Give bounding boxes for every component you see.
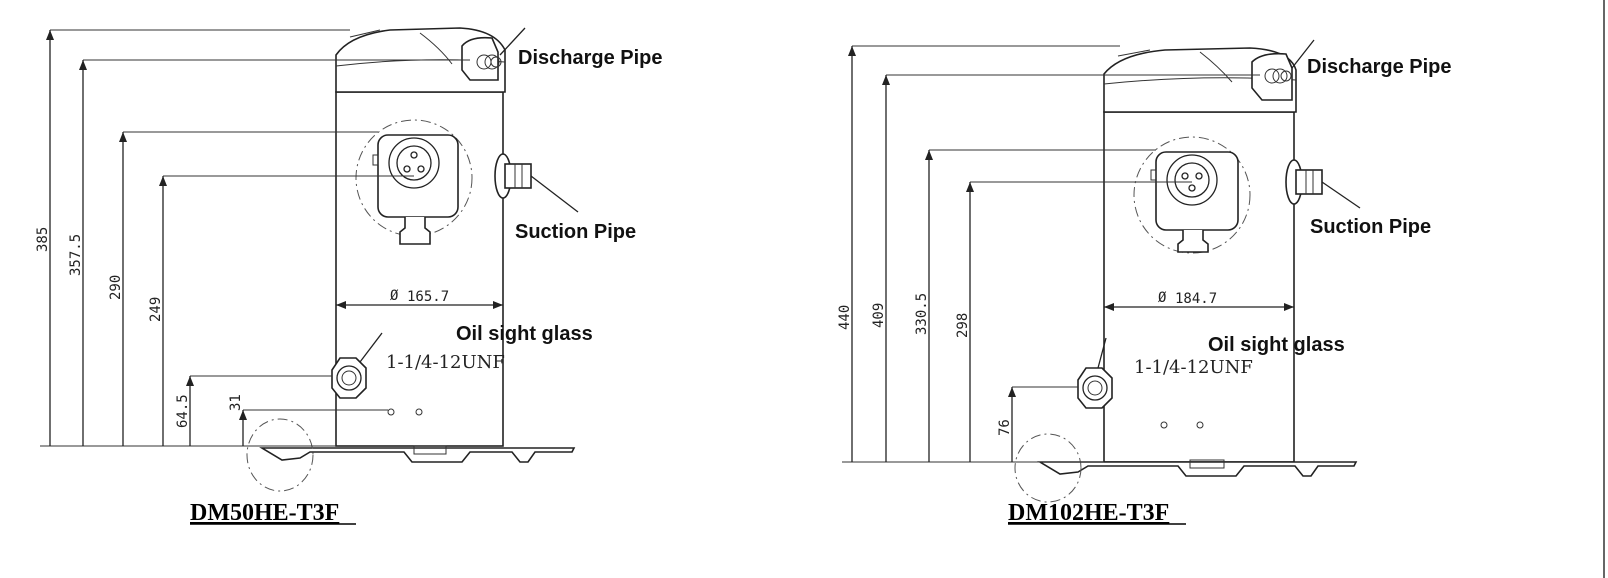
model-title: DM50HE-T3F	[190, 500, 339, 526]
suction-fitting	[494, 153, 579, 213]
diameter-symbol: Ø	[1158, 290, 1167, 306]
height-dim-1: 440	[837, 305, 853, 330]
height-dim-2: 357.5	[68, 234, 84, 276]
oil-sight-glass	[331, 332, 383, 399]
oil-sight-glass-label: Oil sight glass	[456, 323, 593, 345]
suction-pipe-label: Suction Pipe	[1310, 216, 1431, 238]
terminal-box	[1133, 136, 1251, 254]
diameter-symbol: Ø	[390, 288, 399, 304]
height-dim-4: 249	[148, 297, 164, 322]
oil-sight-glass-label: Oil sight glass	[1208, 334, 1345, 356]
diameter-dimension: Ø 165.7	[336, 288, 503, 309]
base-plate	[246, 418, 576, 492]
compressor-diagram-left: Ø 165.7 385 357.5 290	[35, 27, 663, 526]
suction-fitting	[1285, 159, 1361, 209]
diameter-value: 165.7	[407, 289, 449, 305]
height-dim-6: 31	[228, 394, 244, 411]
height-dim-3: 330.5	[914, 293, 930, 335]
height-dim-3: 290	[108, 275, 124, 300]
compressor-top-cap	[1103, 47, 1297, 113]
diameter-value: 184.7	[1175, 291, 1217, 307]
height-dim-5: 64.5	[175, 394, 191, 428]
oil-sight-glass	[1077, 337, 1113, 409]
discharge-pipe-label: Discharge Pipe	[1307, 56, 1452, 78]
height-dim-4: 298	[955, 313, 971, 338]
thread-spec-label: 1-1/4-12UNF	[1134, 357, 1253, 378]
height-dimension-lines	[40, 29, 470, 447]
discharge-pipe-label: Discharge Pipe	[518, 47, 663, 69]
suction-pipe-label: Suction Pipe	[515, 221, 636, 243]
height-dimension-lines	[842, 45, 1260, 463]
discharge-fitting	[1251, 39, 1315, 101]
diameter-dimension: Ø 184.7	[1104, 290, 1294, 311]
base-plate	[1014, 433, 1358, 503]
discharge-fitting	[461, 27, 526, 81]
thread-spec-label: 1-1/4-12UNF	[386, 352, 505, 373]
height-dim-5: 76	[997, 419, 1013, 436]
height-dim-1: 385	[35, 227, 51, 252]
compressor-diagram-right: Ø 184.7 440 409 330.5 298 76 Discharge P…	[837, 39, 1452, 526]
height-dim-2: 409	[871, 303, 887, 328]
model-title: DM102HE-T3F	[1008, 500, 1169, 526]
